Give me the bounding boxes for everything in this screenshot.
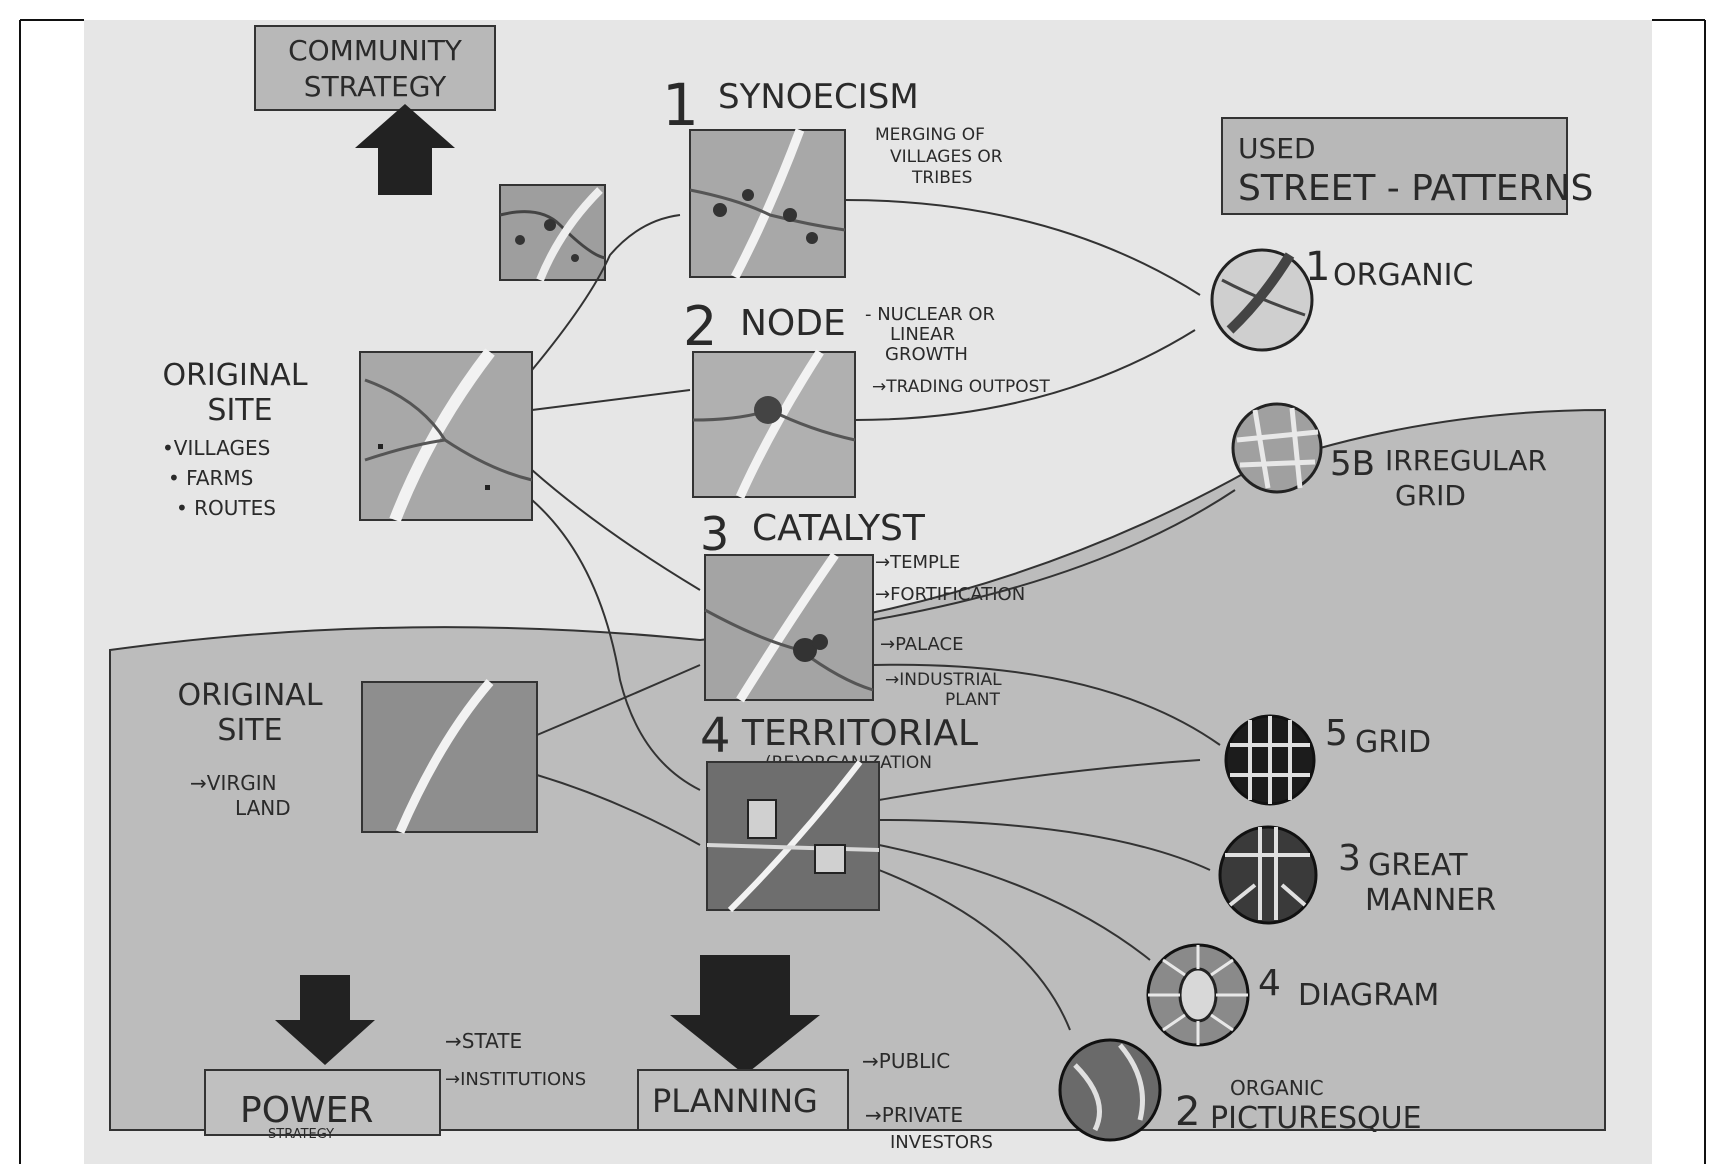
pattern-3-number: 5: [1325, 713, 1348, 754]
original-site-2-title2: SITE: [217, 713, 282, 748]
pattern-2-label2: GRID: [1395, 479, 1466, 512]
stage-3-note-5: PLANT: [945, 690, 1000, 710]
pattern-5-number: 4: [1258, 963, 1281, 1004]
original-site-2-title1: ORIGINAL: [177, 678, 322, 713]
pattern-grid-icon: [1226, 716, 1314, 804]
pattern-5-label1: DIAGRAM: [1298, 978, 1439, 1013]
stage-1-note-1: MERGING OF: [875, 125, 985, 145]
community-strategy-line1: COMMUNITY: [288, 34, 463, 67]
pattern-3-label1: GRID: [1355, 725, 1431, 760]
pattern-2-label1: IRREGULAR: [1385, 444, 1547, 477]
stage-3-note-2: →FORTIFICATION: [875, 584, 1025, 605]
power-note-1: →STATE: [445, 1029, 522, 1053]
stage-3-note-4: →INDUSTRIAL: [885, 670, 1002, 690]
original-site-2-item-1: →VIRGIN: [190, 771, 277, 795]
power-sub: STRATEGY: [268, 1127, 334, 1142]
original-site-1-title2: SITE: [207, 393, 272, 428]
stage-2-number: 2: [683, 295, 717, 358]
pattern-6-label2: PICTURESQUE: [1210, 1101, 1422, 1136]
pattern-1-label1: ORGANIC: [1333, 258, 1473, 293]
stage-3-number: 3: [700, 507, 729, 561]
community-strategy-line2: STRATEGY: [304, 70, 447, 103]
stage-2-map: [693, 352, 855, 497]
stage-3-note-1: →TEMPLE: [875, 552, 960, 573]
stage-2-title: NODE: [740, 303, 846, 344]
stage-2-note-2: LINEAR: [890, 324, 955, 345]
pattern-1-number: 1: [1305, 244, 1330, 290]
stage-1-title: SYNOECISM: [718, 77, 919, 117]
stage-2-note-4: →TRADING OUTPOST: [872, 377, 1050, 397]
street-patterns-line2: STREET - PATTERNS: [1238, 168, 1593, 209]
pattern-6-label1: ORGANIC: [1230, 1076, 1324, 1100]
stage-3-note-3: →PALACE: [880, 634, 963, 655]
pattern-organic-icon: [1212, 250, 1312, 350]
pattern-great-manner-icon: [1220, 827, 1316, 923]
planning-note-2: →PRIVATE: [865, 1103, 963, 1127]
original-site-2-map: [362, 682, 537, 832]
pattern-4-label2: MANNER: [1365, 883, 1496, 918]
villages-thumbnail: [500, 185, 605, 280]
original-site-2-item-2: LAND: [235, 796, 291, 820]
stage-4-title: TERRITORIAL: [741, 713, 978, 754]
original-site-1-item-1: •VILLAGES: [162, 436, 270, 460]
stage-3-map: [705, 555, 873, 700]
street-patterns-line1: USED: [1238, 132, 1316, 165]
planning-label: PLANNING: [652, 1082, 818, 1120]
stage-2-note-3: GROWTH: [885, 344, 968, 365]
pattern-4-label1: GREAT: [1368, 848, 1468, 883]
pattern-irregular-grid-icon: [1233, 404, 1321, 492]
stage-1-note-3: TRIBES: [911, 168, 972, 188]
pattern-2-number: 5B: [1330, 444, 1375, 484]
planning-note-1: →PUBLIC: [862, 1049, 950, 1073]
pattern-diagram-icon: [1148, 945, 1248, 1045]
pattern-4-number: 3: [1338, 838, 1361, 879]
stage-1-map: [690, 130, 845, 277]
pattern-6-number: 2: [1175, 1089, 1200, 1135]
stage-4-number: 4: [700, 708, 731, 764]
power-label: POWER: [240, 1090, 373, 1131]
stage-4-map: [707, 762, 879, 910]
planning-note-3: INVESTORS: [890, 1132, 993, 1153]
original-site-1-map: [360, 352, 532, 520]
pattern-organic-picturesque-icon: [1060, 1040, 1160, 1140]
stage-1-note-2: VILLAGES OR: [890, 147, 1003, 167]
original-site-1-item-2: • FARMS: [168, 466, 253, 490]
stage-1-number: 1: [662, 71, 699, 139]
power-note-2: →INSTITUTIONS: [445, 1069, 586, 1090]
stage-2-note-1: - NUCLEAR OR: [865, 304, 995, 325]
stage-3-title: CATALYST: [752, 508, 926, 549]
original-site-1-item-3: • ROUTES: [176, 496, 276, 520]
original-site-1-title1: ORIGINAL: [162, 358, 307, 393]
